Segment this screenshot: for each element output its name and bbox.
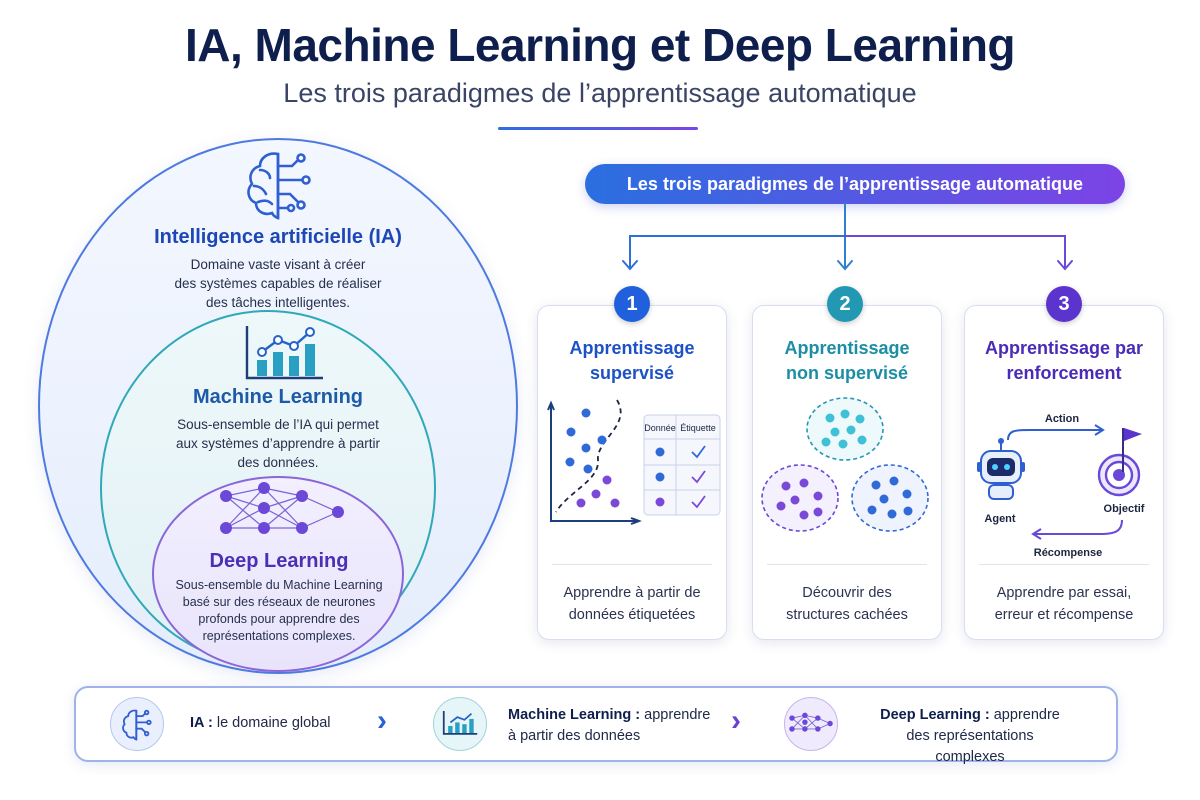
card-desc-line: Apprendre par essai, (996, 585, 1132, 601)
step-badge-1: 1 (614, 286, 650, 322)
arrow-right (844, 235, 1066, 269)
ml-desc-line: Sous-ensemble de l’IA qui permet (177, 417, 379, 432)
bar-chart-trend-icon (245, 326, 323, 380)
summary-bar (74, 686, 1118, 762)
ml-desc-line: aux systèmes d’apprendre à partir (175, 436, 381, 451)
rl-objective-label: Objectif (1104, 503, 1145, 515)
ia-desc-line: des systèmes capables de réaliser (174, 276, 382, 291)
dl-ellipse (152, 476, 404, 672)
card-title-line: supervisé (589, 363, 675, 383)
check-icon (691, 470, 706, 484)
card-desc-line: données étiquetées (568, 607, 696, 623)
paradigms-header: Les trois paradigmes de l’apprentissage … (585, 164, 1125, 204)
neural-network-icon (789, 712, 833, 732)
card-title-line: Apprentissage (569, 338, 695, 358)
ia-text-block: Intelligence artificielle (IA) Domaine v… (140, 226, 416, 312)
ia-desc-line: Domaine vaste visant à créer (190, 257, 366, 272)
card-description: Découvrir des structures cachées (753, 582, 941, 626)
dl-title: Deep Learning (209, 550, 349, 572)
reinforcement-loop-icon: Action Récompense Agent Objectif (977, 413, 1145, 559)
summary-ia-bold: IA : (190, 715, 213, 731)
check-icon (691, 445, 706, 459)
summary-ml-text: Machine Learning : apprendre à partir de… (508, 705, 710, 747)
rl-action-label: Action (1045, 413, 1080, 425)
brain-circuit-icon (122, 709, 152, 741)
summary-dl-bold: Deep Learning : (880, 707, 990, 723)
card-title-line: non supervisé (785, 363, 909, 383)
robot-agent-icon (977, 438, 1025, 500)
dl-description: Sous-ensemble du Machine Learning basé s… (168, 577, 390, 645)
card-title: Apprentissage par renforcement (965, 336, 1163, 386)
summary-dl-line2: des représentations complexes (906, 728, 1034, 765)
card-title-line: Apprentissage par (984, 338, 1144, 358)
rl-agent-label: Agent (984, 513, 1016, 525)
supervised-scatter-icon (547, 399, 642, 525)
ml-text-block: Machine Learning Sous-ensemble de l’IA q… (160, 386, 396, 472)
brain-circuit-icon (247, 152, 311, 220)
page-subtitle: Les trois paradigmes de l’apprentissage … (283, 78, 917, 108)
page-title: IA, Machine Learning et Deep Learning (184, 19, 1016, 71)
summary-dl-rest: apprendre (989, 707, 1060, 723)
card-description: Apprendre par essai, erreur et récompens… (965, 582, 1163, 626)
card-title-line: Apprentissage (784, 338, 910, 358)
dl-desc-line: représentations complexes. (202, 629, 356, 643)
summary-dl-text: Deep Learning : apprendre des représenta… (870, 705, 1070, 768)
card-desc-line: structures cachées (786, 607, 908, 623)
summary-ia-rest: le domaine global (212, 715, 331, 731)
summary-ml-rest: apprendre (640, 707, 711, 723)
summary-ml-bold: Machine Learning : (508, 707, 641, 723)
card-title: Apprentissage non supervisé (753, 336, 941, 386)
summary-ml-badge (433, 697, 487, 751)
labeled-data-table: Donnée Étiquette (643, 414, 721, 516)
card-divider (552, 564, 712, 565)
title-underline (498, 127, 698, 130)
unsupervised-clusters-icon (761, 397, 929, 532)
bar-chart-trend-icon (442, 711, 478, 735)
neural-network-icon (220, 482, 344, 534)
rl-reward-label: Récompense (1034, 547, 1102, 559)
table-header-label: Étiquette (680, 423, 716, 433)
arrowhead-center (837, 260, 853, 271)
chevron-right-icon: › (377, 704, 387, 737)
summary-ml-line2: à partir des données (508, 728, 641, 744)
ml-description: Sous-ensemble de l’IA qui permet aux sys… (160, 415, 396, 472)
summary-ia-text: IA : le domaine global (190, 713, 331, 734)
card-supervised: Apprentissage supervisé Apprendre à part… (537, 305, 727, 640)
step-badge-2: 2 (827, 286, 863, 322)
dl-desc-line: Sous-ensemble du Machine Learning (175, 578, 383, 592)
chevron-right-icon: › (731, 704, 741, 737)
ml-title: Machine Learning (192, 386, 364, 408)
card-title: Apprentissage supervisé (538, 336, 726, 386)
table-header-data: Donnée (644, 423, 676, 433)
dl-text-block: Deep Learning Sous-ensemble du Machine L… (168, 550, 390, 645)
dl-desc-line: profonds pour apprendre des (198, 612, 360, 626)
ml-desc-line: des données. (237, 455, 319, 470)
arrowhead-left (622, 260, 638, 271)
card-desc-line: Découvrir des (802, 585, 892, 601)
card-desc-line: Apprendre à partir de (563, 585, 701, 601)
ia-desc-line: des tâches intelligentes. (205, 295, 351, 310)
card-divider (767, 564, 927, 565)
card-divider (979, 564, 1149, 565)
arrow-left (629, 235, 846, 269)
target-goal-icon (1097, 428, 1142, 497)
ia-description: Domaine vaste visant à créer des système… (140, 255, 416, 312)
card-desc-line: erreur et récompense (994, 607, 1134, 623)
card-title-line: renforcement (1006, 363, 1122, 383)
ia-title: Intelligence artificielle (IA) (154, 226, 402, 248)
card-description: Apprendre à partir de données étiquetées (538, 582, 726, 626)
check-icon (691, 495, 706, 509)
dl-desc-line: basé sur des réseaux de neurones (182, 595, 376, 609)
step-badge-3: 3 (1046, 286, 1082, 322)
arrowhead-right (1057, 260, 1073, 271)
